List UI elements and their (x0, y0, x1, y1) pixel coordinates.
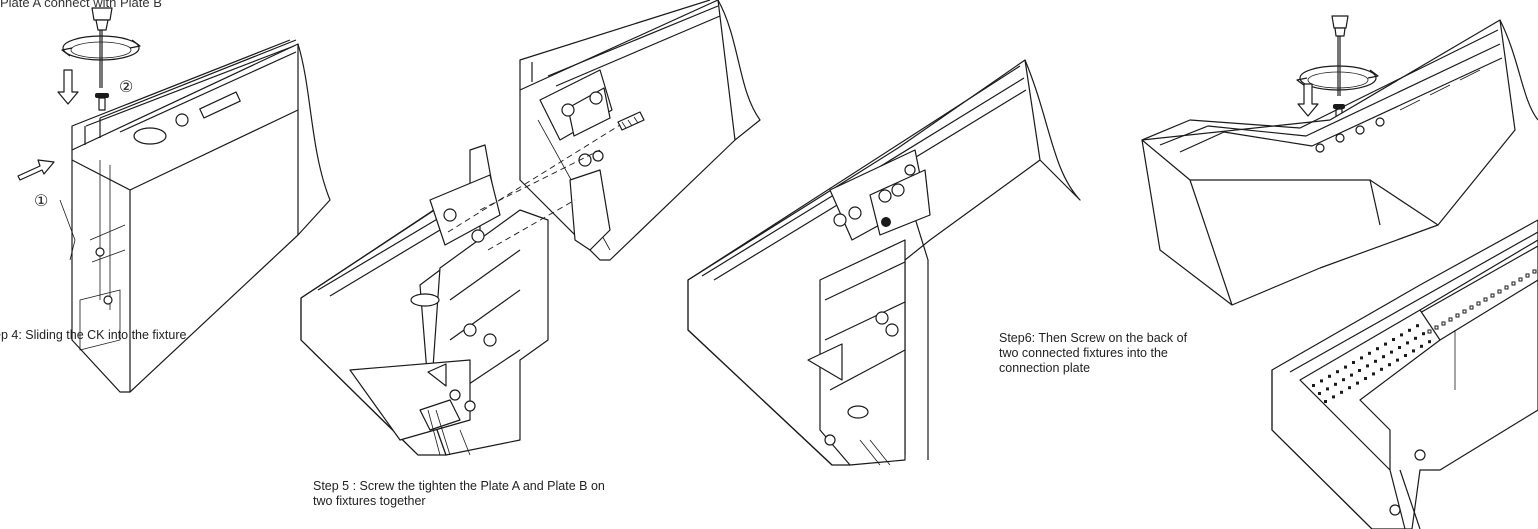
led-dot (1324, 400, 1327, 403)
push-arrow-icon (1297, 83, 1319, 117)
led-dot (1332, 395, 1335, 399)
step6-caption: Step6: Then Screw on the back of two con… (999, 331, 1188, 375)
led-dot (1326, 387, 1329, 391)
led-dot (1384, 342, 1387, 346)
step5-illustration (300, 0, 761, 456)
led-dot (1398, 346, 1401, 349)
led-dot (1368, 351, 1371, 355)
led-dot (1336, 370, 1339, 374)
led-dot (1352, 361, 1355, 364)
push-arrow-icon (17, 159, 55, 181)
led-dot (1441, 321, 1446, 326)
led-dot (1525, 273, 1530, 278)
led-dot (1462, 309, 1467, 314)
led-dot (1328, 374, 1331, 378)
led-dot (1390, 350, 1393, 354)
led-dot (1476, 301, 1481, 306)
screwdriver-icon (1331, 15, 1349, 96)
led-dot (1360, 356, 1363, 360)
led-dot (1518, 277, 1523, 282)
led-dot (1455, 313, 1460, 318)
led-dot (1490, 293, 1495, 298)
led-dot (1334, 382, 1337, 386)
led-dot (1408, 328, 1411, 332)
led-dot (1348, 386, 1351, 390)
led-dot (1344, 365, 1347, 369)
led-dot (1312, 384, 1315, 387)
led-dot (1420, 344, 1423, 348)
step5-caption: Step 5 : Screw the tighten the Plate A a… (313, 479, 605, 508)
screwdriver-icon (91, 7, 113, 88)
led-dot (1388, 363, 1391, 367)
led-dot (1356, 381, 1359, 385)
led-dot (1318, 392, 1321, 395)
led-dot (1372, 372, 1375, 376)
led-dot (1434, 325, 1439, 330)
led-dot (1483, 297, 1488, 302)
rotation-arrow-icon (1296, 65, 1379, 91)
led-dot (1400, 333, 1403, 337)
led-dot (1448, 317, 1453, 322)
led-dot (1396, 358, 1399, 362)
led-dot (1392, 338, 1395, 341)
led-dot (1382, 355, 1385, 359)
led-dot (1364, 377, 1367, 380)
step4-caption: ep 4: Sliding the CK into the fixture (0, 328, 187, 342)
led-dot (1320, 379, 1323, 383)
push-arrow-icon (57, 69, 79, 105)
led-dots (1312, 269, 1537, 403)
led-dot (1358, 369, 1361, 372)
led-dot (1406, 341, 1409, 345)
screw-icon (95, 93, 109, 111)
led-dot (1340, 390, 1343, 394)
led-dot (1412, 349, 1415, 353)
led-dot (1422, 332, 1425, 336)
led-dot (1532, 269, 1537, 274)
led-dot (1404, 354, 1407, 357)
step4-illustration: ② ① (17, 7, 331, 393)
marker-two: ② (119, 77, 133, 96)
assembled-illustration (687, 59, 1081, 466)
led-dot (1511, 281, 1516, 286)
marker-one: ① (34, 191, 48, 210)
led-dot (1428, 340, 1431, 344)
led-dot (1414, 336, 1417, 340)
led-dot (1416, 324, 1419, 328)
led-dot (1350, 373, 1353, 377)
step6-illustration (1141, 15, 1538, 529)
led-dot (1427, 329, 1432, 334)
led-dot (1366, 364, 1369, 368)
led-dot (1374, 359, 1377, 363)
led-dot (1469, 305, 1474, 310)
led-dot (1380, 367, 1383, 371)
diagram-title: Plate A connect with Plate B (0, 0, 162, 10)
rotation-arrow-icon (61, 35, 141, 61)
led-dot (1376, 347, 1379, 351)
led-dot (1497, 289, 1502, 294)
led-dot (1504, 285, 1509, 290)
led-dot (1342, 378, 1345, 382)
